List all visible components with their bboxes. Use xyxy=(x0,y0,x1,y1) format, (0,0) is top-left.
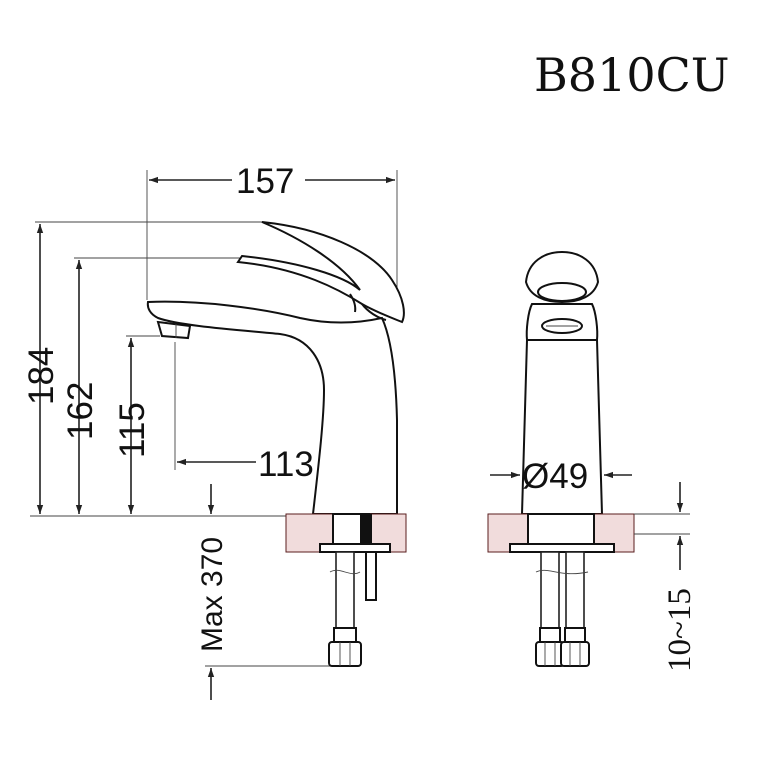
dimension-overall-length: 157 xyxy=(149,162,395,201)
aerator xyxy=(156,320,192,340)
dimension-deck-thickness: 10~15 xyxy=(662,482,698,672)
dimension-overall-height: 184 xyxy=(22,224,61,514)
mounting-plate xyxy=(319,543,391,553)
dimension-spout-height: 115 xyxy=(113,338,152,514)
mounting-stud xyxy=(365,551,377,601)
hose-ferrule xyxy=(333,627,357,643)
lever-handle xyxy=(236,221,405,324)
supply-hose-hot xyxy=(540,551,560,629)
dimension-label: 184 xyxy=(22,347,61,405)
dimension-label: 113 xyxy=(258,445,314,484)
hose-nut xyxy=(560,641,590,667)
dimension-spout-reach: 113 xyxy=(177,445,350,484)
dimension-label: 157 xyxy=(236,162,294,201)
dimension-lever-height: 162 xyxy=(61,260,100,514)
mounting-plate-front xyxy=(509,543,615,553)
model-title: B810CU xyxy=(534,48,730,102)
threaded-rod xyxy=(360,514,372,544)
faucet-body-side xyxy=(146,300,398,515)
front-view: Ø49 10~15 xyxy=(487,250,698,672)
hose-nut xyxy=(328,641,362,667)
supply-hose xyxy=(335,551,355,629)
dimension-body-diameter: Ø49 xyxy=(490,457,632,496)
supply-hose-cold xyxy=(565,551,585,629)
dimension-label: Ø49 xyxy=(522,457,588,496)
side-view: 157 184 162 115 113 Max 370 xyxy=(22,162,407,700)
dimension-label: 115 xyxy=(113,402,152,458)
dimension-hose-length: Max 370 xyxy=(196,484,229,700)
hose-nut xyxy=(535,641,565,667)
dimension-label: 10~15 xyxy=(662,588,698,672)
dimension-label: Max 370 xyxy=(196,537,229,652)
dimension-label: 162 xyxy=(61,382,100,440)
